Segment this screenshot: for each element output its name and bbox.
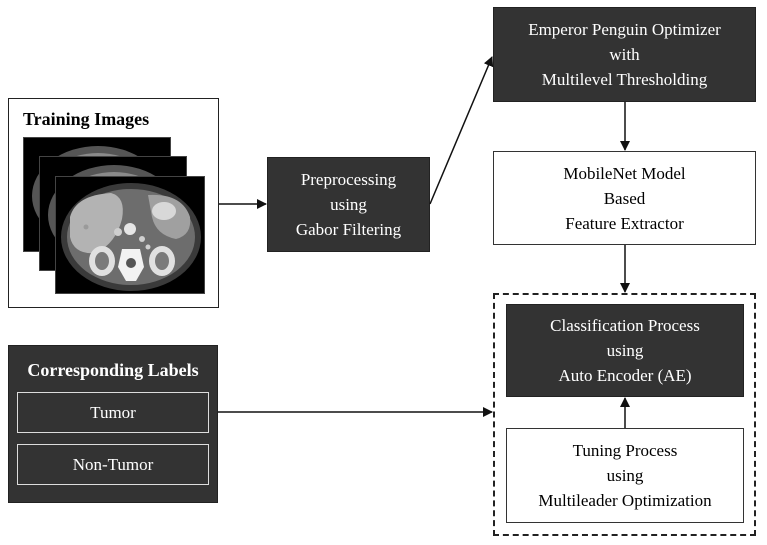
corresponding-labels-title: Corresponding Labels <box>27 360 199 380</box>
tuning-line-2: using <box>606 466 644 485</box>
arrow-preprocessing-to-epo <box>429 56 494 205</box>
preprocessing-line-1: Preprocessing <box>300 170 397 189</box>
classification-line-1: Classification Process <box>550 316 700 335</box>
training-images-box: Training Images <box>8 98 219 308</box>
classification-group-dashed-border <box>493 293 756 536</box>
corresponding-labels-box: Corresponding Labels Tumor Non-Tumor <box>8 345 218 503</box>
epo-line-1: Emperor Penguin Optimizer <box>528 20 721 39</box>
preprocessing-line-3: Gabor Filtering <box>295 220 402 239</box>
label-non-tumor: Non-Tumor <box>17 444 209 485</box>
mobilenet-line-3: Feature Extractor <box>565 213 684 233</box>
mobilenet-line-2: Based <box>603 188 646 208</box>
ct-slice-image-front <box>55 176 205 294</box>
mobilenet-feature-extractor-box: MobileNet Model Based Feature Extractor <box>493 151 756 245</box>
mobilenet-line-1: MobileNet Model <box>563 163 686 183</box>
classification-line-3: Auto Encoder (AE) <box>558 366 692 385</box>
classification-process-box: Classification Process using Auto Encode… <box>506 304 744 397</box>
epo-line-2: with <box>609 45 640 64</box>
label-tumor: Tumor <box>17 392 209 433</box>
tuning-line-3: Multileader Optimization <box>538 491 712 510</box>
epo-line-3: Multilevel Thresholding <box>541 70 708 89</box>
preprocessing-box: Preprocessing using Gabor Filtering <box>267 157 430 252</box>
training-images-title: Training Images <box>23 109 150 129</box>
classification-line-2: using <box>606 341 644 360</box>
preprocessing-line-2: using <box>330 195 367 214</box>
tuning-line-1: Tuning Process <box>572 441 678 460</box>
tuning-process-box: Tuning Process using Multileader Optimiz… <box>506 428 744 523</box>
emperor-penguin-optimizer-box: Emperor Penguin Optimizer with Multileve… <box>493 7 756 102</box>
